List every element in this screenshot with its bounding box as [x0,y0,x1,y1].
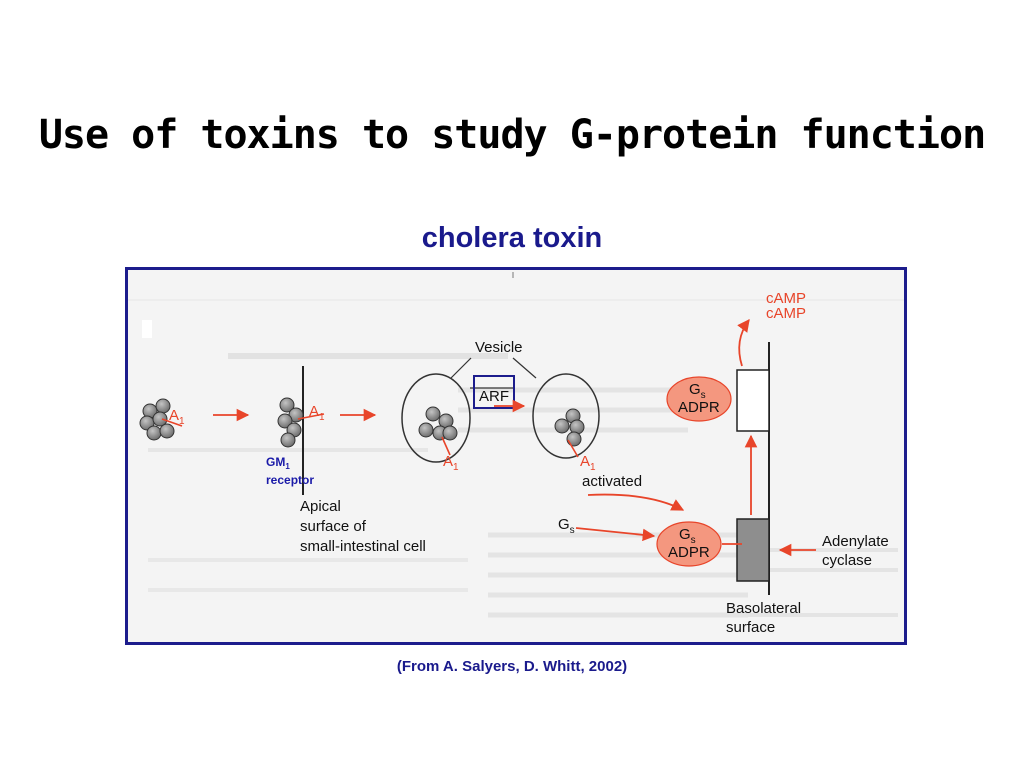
a1-label-2: A1 [309,403,325,423]
gs-label-bottom: Gs [679,526,696,546]
vesicle-2 [532,373,600,459]
gs-membrane-box [736,369,770,432]
arf-label: ARF [479,388,509,405]
camp-label-1: cAMP [766,290,806,307]
adpr-label-top: ADPR [678,399,720,416]
a1-label-1: A1 [169,407,185,427]
figure-frame: A1 A1 GM1 receptor Apical surface of sma… [125,267,907,645]
cholera-toxin-diagram: A1 A1 GM1 receptor Apical surface of sma… [128,270,904,642]
adenylate-cyclase-box [736,518,770,582]
a1-label-3: A1 [443,453,459,473]
subtitle: cholera toxin [421,222,603,254]
apical-label-line2: surface of [300,518,367,535]
background-texture [128,270,904,642]
activated-label: activated [582,473,642,490]
apical-label-line3: small-intestinal cell [300,538,426,555]
adenylate-label-line1: Adenylate [822,533,889,550]
toxin-free [139,398,183,441]
receptor-label: receptor [266,473,314,487]
arrow-to-camp [737,318,750,367]
gm1-receptor-label: GM1 [266,455,290,471]
adpr-label-bottom: ADPR [668,544,710,561]
gs-adpr-oval-bottom [656,521,722,567]
gs-adpr-oval-top [666,376,732,422]
slide-title: Use of toxins to study G-protein functio… [38,112,986,158]
vesicle-1 [401,373,471,463]
adenylate-label-line2: cyclase [822,552,872,569]
toxin-bound [277,397,325,448]
a1-label-4: A1 [580,453,596,473]
basolateral-label-line2: surface [726,619,775,636]
toxin-in-vesicle-1 [418,406,458,456]
gs-label: Gs [558,516,575,536]
vesicle-pointer-2 [512,357,537,379]
basolateral-label-line1: Basolateral [726,600,801,617]
arf-box [473,375,515,409]
apical-label-line1: Apical [300,498,341,515]
gs-label-top: Gs [689,381,706,401]
arrow-gs-to-oval [575,527,656,542]
citation: (From A. Salyers, D. Whitt, 2002) [396,658,628,675]
toxin-in-vesicle-2 [554,408,585,458]
vesicle-pointer-1 [450,357,472,379]
camp-label-2: cAMP [766,305,806,322]
arrow-activated-to-gs [587,493,685,511]
vesicle-label: Vesicle [475,339,523,356]
